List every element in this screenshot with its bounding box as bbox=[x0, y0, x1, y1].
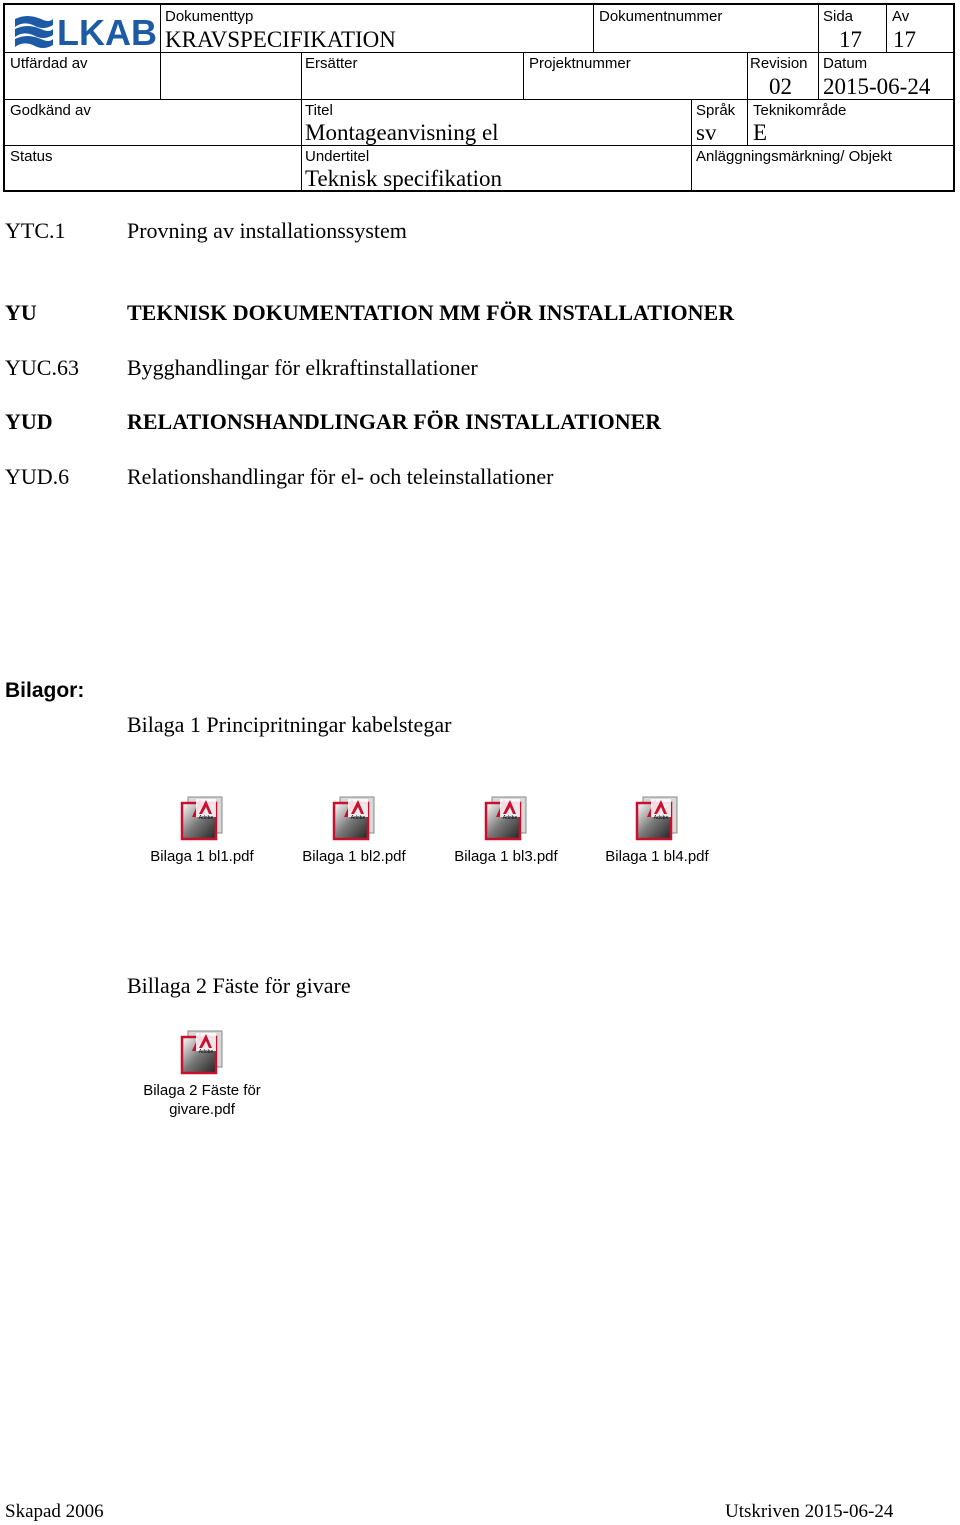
anlaggningsmarkning-label: Anläggningsmärkning/ Objekt bbox=[696, 148, 892, 165]
teknikomrade-value: E bbox=[753, 120, 768, 145]
adobe-pdf-icon: Adobe bbox=[180, 1030, 223, 1075]
section-code: YTC.1 bbox=[5, 218, 66, 243]
adobe-brand-text: Adobe bbox=[199, 1049, 214, 1055]
adobe-pdf-icon: Adobe bbox=[635, 796, 678, 841]
document-header: LKAB Dokumenttyp KRAVSPECIFIKATION Dokum… bbox=[3, 3, 955, 192]
attachment-bilaga1-bl1[interactable]: Adobe Bilaga 1 bl1.pdf bbox=[137, 795, 267, 866]
revision-value: 02 bbox=[769, 74, 792, 99]
bilaga2-title: Billaga 2 Fäste för givare bbox=[127, 973, 351, 998]
lkab-logo: LKAB bbox=[15, 12, 157, 51]
section-text: TEKNISK DOKUMENTATION MM FÖR INSTALLATIO… bbox=[127, 300, 735, 325]
section-row: YUC.63 Bygghandlingar för elkraftinstall… bbox=[0, 355, 960, 381]
dokumenttyp-value: KRAVSPECIFIKATION bbox=[165, 27, 396, 52]
attachment-bilaga1-bl2[interactable]: Adobe Bilaga 1 bl2.pdf bbox=[289, 795, 419, 866]
section-code: YUD.6 bbox=[5, 464, 70, 489]
footer-utskriven: Utskriven 2015-06-24 bbox=[725, 1501, 894, 1522]
adobe-pdf-icon: Adobe bbox=[332, 796, 375, 841]
dokumentnummer-label: Dokumentnummer bbox=[599, 8, 723, 25]
section-code: YUD bbox=[5, 409, 53, 434]
status-label: Status bbox=[10, 148, 53, 165]
undertitel-label: Undertitel bbox=[305, 148, 370, 165]
av-label: Av bbox=[892, 8, 910, 25]
datum-label: Datum bbox=[823, 55, 868, 72]
adobe-pdf-icon: Adobe bbox=[180, 796, 223, 841]
logo-text: LKAB bbox=[57, 12, 157, 51]
adobe-brand-text: Adobe bbox=[351, 815, 366, 821]
section-code: YUC.63 bbox=[5, 355, 79, 380]
section-row: YUD RELATIONSHANDLINGAR FÖR INSTALLATION… bbox=[0, 409, 960, 435]
undertitel-value: Teknisk specifikation bbox=[305, 166, 503, 191]
av-value: 17 bbox=[893, 27, 916, 52]
godkand-av-label: Godkänd av bbox=[10, 102, 91, 119]
ersatter-label: Ersätter bbox=[305, 55, 358, 72]
bilagor-heading: Bilagor: bbox=[5, 679, 85, 702]
sprak-label: Språk bbox=[696, 102, 736, 119]
section-text: RELATIONSHANDLINGAR FÖR INSTALLATIONER bbox=[127, 409, 662, 434]
attachment-filename: Bilaga 1 bl2.pdf bbox=[302, 848, 406, 865]
attachment-filename: Bilaga 1 bl1.pdf bbox=[150, 848, 254, 865]
footer-skapad: Skapad 2006 bbox=[5, 1501, 104, 1522]
adobe-pdf-icon: Adobe bbox=[484, 796, 527, 841]
teknikomrade-label: Teknikområde bbox=[753, 102, 847, 119]
utfardad-av-label: Utfärdad av bbox=[10, 55, 88, 72]
bilaga1-title: Bilaga 1 Principritningar kabelstegar bbox=[127, 712, 452, 737]
attachment-bilaga1-bl4[interactable]: Adobe Bilaga 1 bl4.pdf bbox=[592, 795, 722, 866]
attachment-bilaga1-bl3[interactable]: Adobe Bilaga 1 bl3.pdf bbox=[441, 795, 571, 866]
section-text: Bygghandlingar för elkraftinstallationer bbox=[127, 355, 478, 380]
section-row: YUD.6 Relationshandlingar för el- och te… bbox=[0, 464, 960, 490]
revision-label: Revision bbox=[750, 55, 808, 72]
attachment-bilaga2[interactable]: Adobe Bilaga 2 Fäste för givare.pdf bbox=[137, 1029, 267, 1119]
adobe-brand-text: Adobe bbox=[199, 815, 214, 821]
attachment-filename: Bilaga 1 bl3.pdf bbox=[454, 848, 558, 865]
section-row: YTC.1 Provning av installationssystem bbox=[0, 218, 960, 244]
dokumenttyp-label: Dokumenttyp bbox=[165, 8, 254, 25]
projektnummer-label: Projektnummer bbox=[529, 55, 631, 72]
section-text: Provning av installationssystem bbox=[127, 218, 407, 243]
section-code: YU bbox=[5, 300, 37, 325]
lkab-wave-icon bbox=[15, 16, 53, 48]
titel-label: Titel bbox=[305, 102, 333, 119]
sida-label: Sida bbox=[823, 8, 854, 25]
sida-value: 17 bbox=[839, 27, 862, 52]
adobe-brand-text: Adobe bbox=[654, 815, 669, 821]
sprak-value: sv bbox=[696, 120, 717, 145]
attachment-filename: Bilaga 1 bl4.pdf bbox=[605, 848, 709, 865]
section-row: YU TEKNISK DOKUMENTATION MM FÖR INSTALLA… bbox=[0, 300, 960, 326]
datum-value: 2015-06-24 bbox=[823, 74, 931, 99]
adobe-brand-text: Adobe bbox=[503, 815, 518, 821]
attachment-filename: Bilaga 2 Fäste för givare.pdf bbox=[143, 1082, 261, 1118]
section-text: Relationshandlingar för el- och teleinst… bbox=[127, 464, 554, 489]
titel-value: Montageanvisning el bbox=[305, 120, 499, 145]
